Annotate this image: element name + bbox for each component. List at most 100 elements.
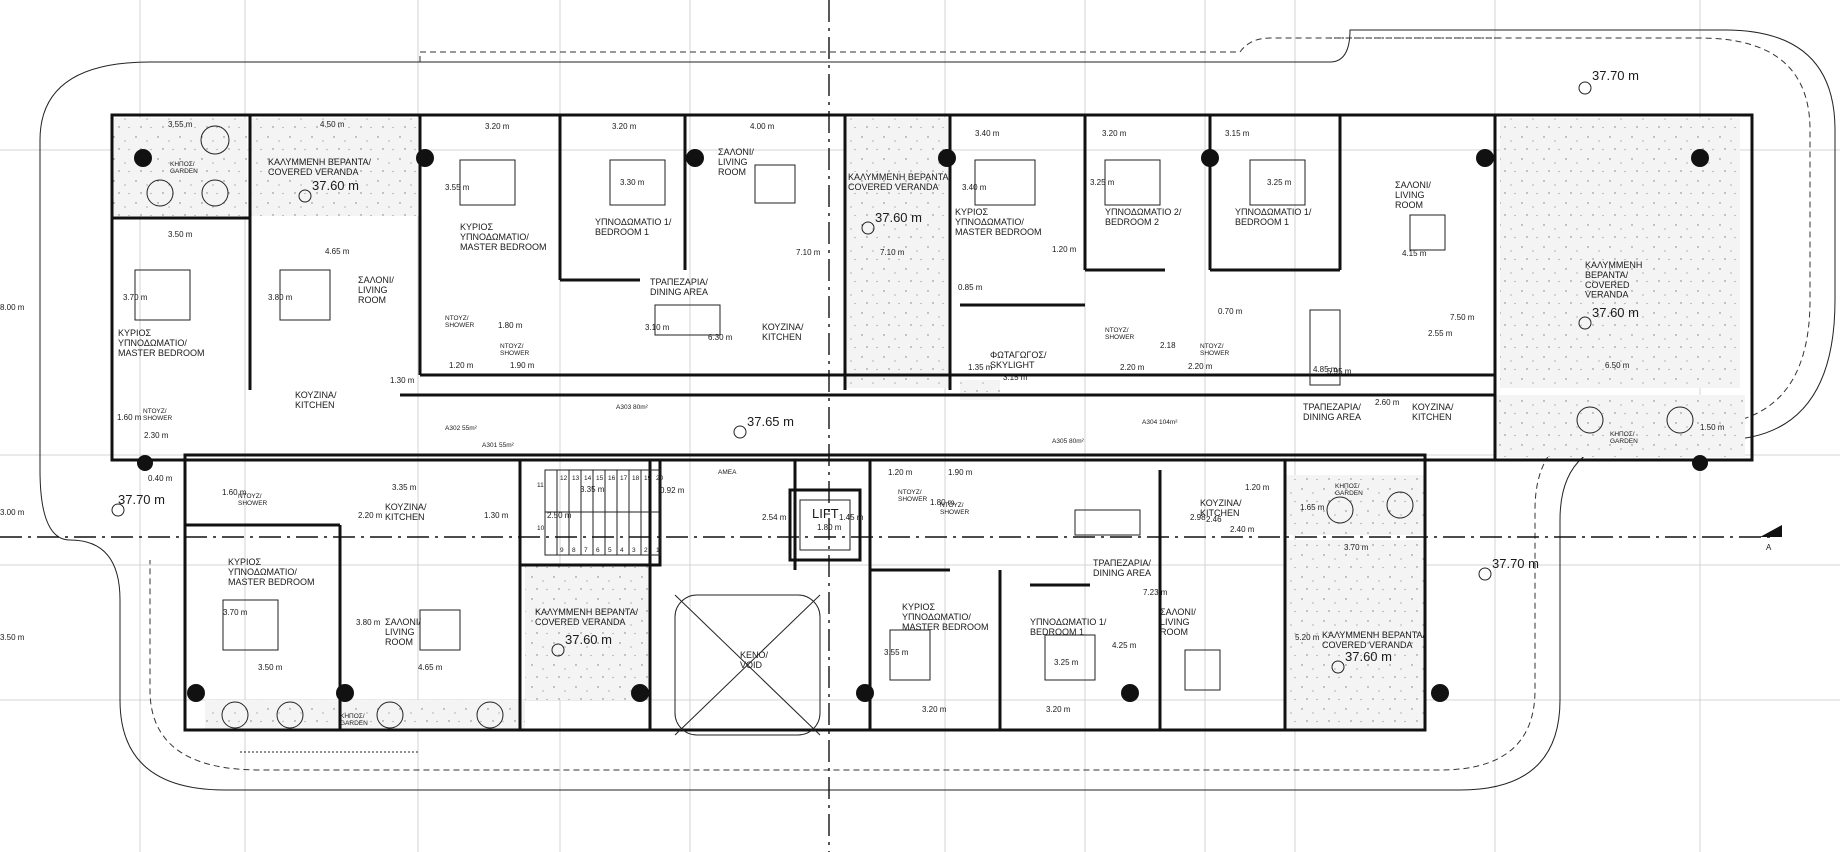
dimension: 2.30 m <box>144 431 169 440</box>
stair-number: 13 <box>572 475 580 482</box>
dimension: 3.25 m <box>1090 178 1115 187</box>
stair-number: 9 <box>560 547 564 554</box>
dimension: 1.20 m <box>1052 245 1077 254</box>
stair-number: 11 <box>537 482 544 489</box>
dimension: 1.20 m <box>1245 483 1270 492</box>
stair-number: 2 <box>644 547 648 554</box>
dimension: 3.55 m <box>168 120 193 129</box>
room-label-kitchen: ΚΟΥΖΙΝΑ/KITCHEN <box>295 390 337 410</box>
dimension: 3.40 m <box>962 183 987 192</box>
dimension: 1.65 m <box>1300 503 1325 512</box>
dimension: 3.25 m <box>1267 178 1292 187</box>
room-label-shower: ΝΤΟΥΖ/SHOWER <box>143 408 173 422</box>
room-label-dining-area: ΤΡΑΠΕΖΑΡΙΑ/DINING AREA <box>1093 558 1151 578</box>
dimension: 4.25 m <box>1112 641 1137 650</box>
stair-number: 12 <box>560 475 568 482</box>
room-label-shower: ΝΤΟΥΖ/SHOWER <box>1200 343 1230 357</box>
room-label-bedroom-2: ΥΠΝΟΔΩΜΑΤΙΟ 2/BEDROOM 2 <box>1105 207 1182 227</box>
dimension: 2.18 <box>1160 341 1176 350</box>
stair-number: 7 <box>584 547 588 554</box>
dimension: 4.00 m <box>750 122 775 131</box>
room-label-garden: ΚΗΠΟΣ/GARDEN <box>340 713 368 727</box>
room-label-dining-area: ΤΡΑΠΕΖΑΡΙΑ/DINING AREA <box>1303 402 1361 422</box>
unit-tag: A302 55m² <box>445 425 478 432</box>
dimension: 3.80 m <box>268 293 293 302</box>
dimension: 7.10 m <box>880 248 905 257</box>
dimension: 4.50 m <box>320 120 345 129</box>
room-label-dining-area: ΤΡΑΠΕΖΑΡΙΑ/DINING AREA <box>650 277 708 297</box>
dimension-labels: 3.55 m 4.50 m 3.20 m 3.20 m 4.00 m 3.40 … <box>0 120 1725 714</box>
stair-number: 20 <box>656 475 664 482</box>
stair-number: 18 <box>632 475 640 482</box>
stair-number: 14 <box>584 475 592 482</box>
stair-number: 3 <box>632 547 636 554</box>
dimension: 3.80 m <box>356 618 381 627</box>
room-label-skylight: ΦΩΤΑΓΩΓΟΣ/SKYLIGHT <box>990 350 1047 370</box>
dimension: 3.35 m <box>580 485 605 494</box>
dimension: 3.50 m <box>168 230 193 239</box>
level-marker: 37.60 m <box>565 632 612 647</box>
level-marker: 37.70 m <box>118 492 165 507</box>
building-walls <box>110 113 1754 732</box>
dimension: 2.54 m <box>762 513 787 522</box>
dimension: 2.60 m <box>1375 398 1400 407</box>
level-marker: 37.70 m <box>1492 556 1539 571</box>
stair-number: 1 <box>656 547 660 554</box>
dimension: 3.50 m <box>258 663 283 672</box>
dimension: 8.00 m <box>0 303 25 312</box>
dimension: 1.60 m <box>117 413 142 422</box>
room-label-garden: ΚΗΠΟΣ/GARDEN <box>1610 431 1638 445</box>
stair-number: 8 <box>572 547 576 554</box>
dimension: 2.20 m <box>1120 363 1145 372</box>
dimension: 3.40 m <box>975 129 1000 138</box>
dimension: 1.20 m <box>888 468 913 477</box>
dimension: 1.30 m <box>484 511 509 520</box>
level-marker: 37.60 m <box>1592 305 1639 320</box>
stair-number: 16 <box>608 475 616 482</box>
section-arrow <box>1760 525 1782 537</box>
dimension: 7.10 m <box>796 248 821 257</box>
room-label-kitchen: ΚΟΥΖΙΝΑ/KITCHEN <box>762 322 804 342</box>
room-label-bedroom-1: ΥΠΝΟΔΩΜΑΤΙΟ 1/BEDROOM 1 <box>595 217 672 237</box>
room-label-shower: ΝΤΟΥΖ/SHOWER <box>445 315 475 329</box>
dimension: 0.70 m <box>1218 307 1243 316</box>
room-label-kitchen: ΚΟΥΖΙΝΑ/KITCHEN <box>385 502 427 522</box>
room-label-shower: ΝΤΟΥΖ/SHOWER <box>940 502 970 516</box>
stair-number: 10 <box>537 525 545 532</box>
section-marker: A <box>1766 543 1772 552</box>
room-label-garden: ΚΗΠΟΣ/GARDEN <box>170 161 198 175</box>
stair-number: 6 <box>596 547 600 554</box>
dimension: 3.30 m <box>620 178 645 187</box>
dimension: 3.20 m <box>1102 129 1127 138</box>
dimension: 2.20 m <box>358 511 383 520</box>
dimension: 3.70 m <box>123 293 148 302</box>
unit-tag: A303 80m² <box>616 404 649 411</box>
structural-columns <box>134 149 1709 702</box>
room-label-kitchen: ΚΟΥΖΙΝΑ/KITCHEN <box>1200 498 1242 518</box>
room-label-bedroom-1: ΥΠΝΟΔΩΜΑΤΙΟ 1/BEDROOM 1 <box>1030 617 1107 637</box>
stair-number: 19 <box>644 475 652 482</box>
room-label-kitchen: ΚΟΥΖΙΝΑ/KITCHEN <box>1412 402 1454 422</box>
dimension: 3.70 m <box>1344 543 1369 552</box>
dimension: 6.30 m <box>708 333 733 342</box>
unit-tag: A304 104m² <box>1142 419 1178 426</box>
dimension: 4.65 m <box>418 663 443 672</box>
dimension: 5.20 m <box>1295 633 1320 642</box>
veranda-zones <box>112 118 1745 730</box>
furniture <box>134 159 1446 691</box>
room-label-veranda: ΚΑΛΥΜΜΕΝΗ ΒΕΡΑΝΤΑ/COVERED VERANDA <box>848 172 952 192</box>
level-marker: 37.60 m <box>312 178 359 193</box>
dimension: 3.00 m <box>0 508 25 517</box>
level-marker: 37.65 m <box>747 414 794 429</box>
dimension: 3.35 m <box>392 483 417 492</box>
dimension: 2.98 <box>1190 513 1206 522</box>
level-markers: 37.70 m 37.60 m 37.60 m 37.60 m 37.65 m … <box>111 68 1639 674</box>
